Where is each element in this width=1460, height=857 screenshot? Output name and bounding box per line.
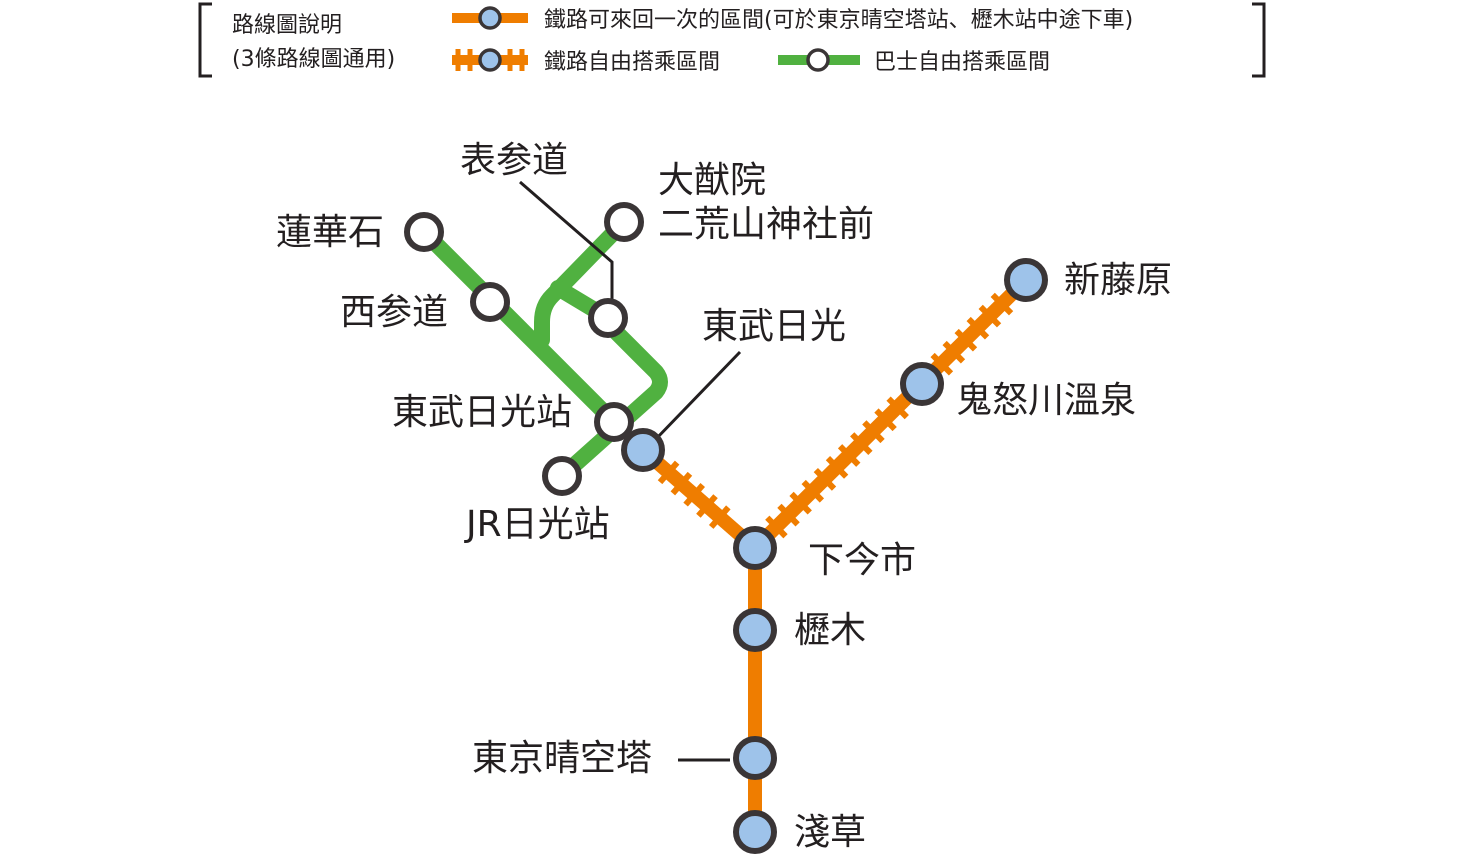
rail-tie <box>930 352 954 376</box>
label-asakusa: 淺草 <box>794 812 866 853</box>
tobu-nikko-label-leader <box>653 350 742 442</box>
rail-tie <box>657 460 680 485</box>
label-tokyo-skytree: 東京晴空塔 <box>472 738 652 779</box>
legend-rail-free-station-icon <box>478 48 502 72</box>
legend: 路線圖說明 (3條路線圖通用) 鐵路可來回一次的區間(可於東京晴空塔站、櫪木站中… <box>198 2 1266 78</box>
legend-rail-station-icon <box>478 6 502 30</box>
bus-line-futarasan <box>534 214 632 348</box>
rail-station-kinugawa-onsen <box>900 362 944 406</box>
rail-tie <box>696 494 718 518</box>
station-labels: 表参道 大猷院 二荒山神社前 蓮華石 西参道 東武日光站 JR日光站 東武日光 … <box>276 140 1172 853</box>
bus-stops <box>404 202 644 496</box>
label-rengeseki: 蓮華石 <box>276 212 384 253</box>
label-shimo-imaichi: 下今市 <box>808 540 916 581</box>
label-nishisando: 西参道 <box>340 292 448 333</box>
rail-tie <box>874 408 897 432</box>
label-tobu-nikko: 東武日光 <box>702 306 846 347</box>
legend-subtitle: (3條路線圖通用) <box>232 47 395 72</box>
legend-bus-stop-icon <box>806 48 830 72</box>
rail-station-tobu-nikko <box>621 428 665 472</box>
label-jr-nikko-station: JR日光站 <box>464 504 610 545</box>
label-omotesando: 表参道 <box>460 140 568 181</box>
rail-station-asakusa <box>733 810 777 854</box>
rail-tie <box>942 340 966 364</box>
bus-stop-tobu-nikko-station <box>594 402 634 442</box>
rail-station-tokyo-skytree <box>733 736 777 780</box>
bus-line-rengeseki <box>416 224 622 430</box>
bus-stop-nishisando <box>470 282 510 322</box>
label-futarasan-shrine: 二荒山神社前 <box>658 204 874 245</box>
label-kinugawa-onsen: 鬼怒川溫泉 <box>956 380 1136 421</box>
label-tochigi: 櫪木 <box>794 610 866 651</box>
rail-stations <box>621 258 1048 854</box>
legend-title: 路線圖說明 <box>232 13 342 38</box>
label-taiyuin: 大猷院 <box>658 160 766 201</box>
rail-tie <box>954 328 978 352</box>
rail-tie <box>990 292 1014 316</box>
omotesando-label-leader <box>519 180 614 300</box>
rail-ties <box>657 292 1014 539</box>
label-shin-fujiwara: 新藤原 <box>1064 260 1172 301</box>
legend-item-bus-free: 巴士自由搭乘區間 <box>874 50 1050 75</box>
rail-tie <box>813 467 837 491</box>
rail-tie <box>708 505 731 529</box>
legend-bracket-right <box>1252 2 1266 78</box>
rail-tie <box>789 491 812 515</box>
bus-line-loop <box>554 304 668 484</box>
rail-tie <box>837 444 861 467</box>
rail-station-tochigi <box>733 608 777 652</box>
legend-item-rail-free: 鐵路自由搭乘區間 <box>544 50 720 75</box>
legend-bracket-left <box>198 2 212 78</box>
label-tobu-nikko-station: 東武日光站 <box>392 392 572 433</box>
rail-tie <box>777 503 800 527</box>
rail-tie <box>862 420 885 444</box>
bus-stop-futarasan <box>604 202 644 242</box>
rail-tie <box>966 316 990 340</box>
legend-rail-ties <box>455 49 525 71</box>
rail-tie <box>670 471 693 496</box>
bus-stop-rengeseki <box>404 212 444 252</box>
rail-tie <box>978 304 1002 328</box>
bus-stop-jr-nikko-station <box>542 456 582 496</box>
legend-item-rail-roundtrip: 鐵路可來回一次的區間(可於東京晴空塔站、櫪木站中途下車) <box>544 8 1133 33</box>
rail-station-shin-fujiwara <box>1004 258 1048 302</box>
bus-stop-omotesando <box>588 298 628 338</box>
rail-line-tobu-nikko <box>638 444 760 554</box>
rail-tie <box>765 515 788 539</box>
rail-tie <box>886 396 909 420</box>
rail-tie <box>825 456 849 479</box>
rail-tie <box>850 432 873 455</box>
rail-station-shimo-imaichi <box>733 526 777 570</box>
rail-tie <box>801 479 825 503</box>
rail-tie <box>683 483 705 507</box>
rail-lines <box>638 275 1031 832</box>
